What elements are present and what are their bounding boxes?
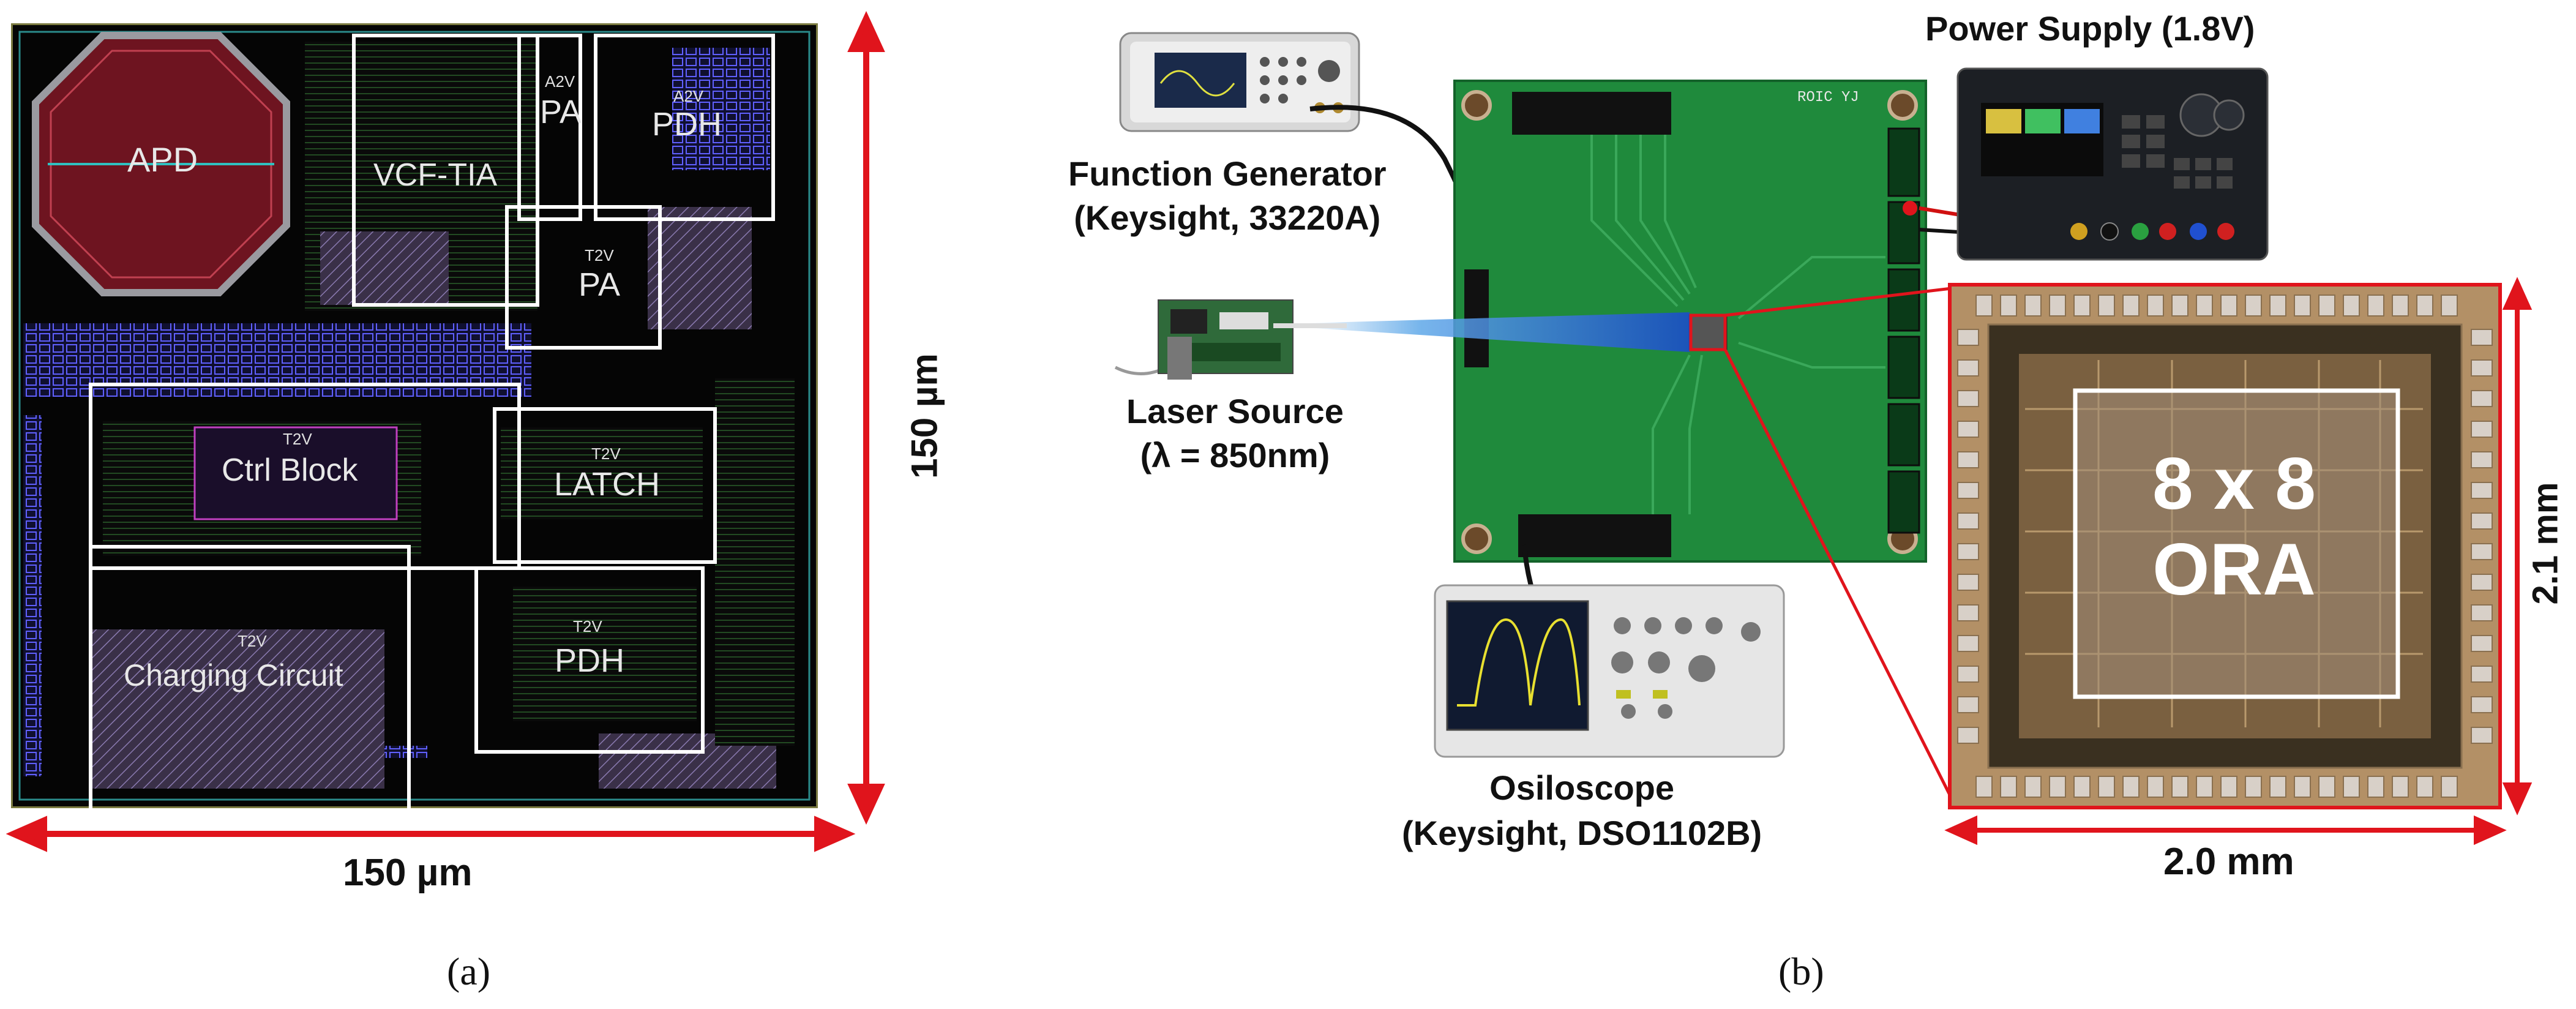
board-label: ROIC YJ: [1797, 89, 1859, 106]
oscilloscope-model: (Keysight, DSO1102B): [1402, 814, 1762, 852]
apd-label: APD: [127, 140, 198, 179]
oscilloscope-label: Osiloscope (Keysight, DSO1102B): [1402, 765, 1762, 856]
laser-source-wavelength: (λ = 850nm): [1140, 436, 1330, 474]
function-generator-model: (Keysight, 33220A): [1074, 198, 1381, 237]
laser-source-label: Laser Source (λ = 850nm): [1126, 389, 1344, 478]
pa-top-label: PA: [540, 94, 582, 130]
chip-layout-graphic: [9, 21, 820, 812]
pdh-bottom-label: PDH: [555, 642, 625, 679]
t2v-charge-label: T2V: [238, 632, 267, 650]
pa-mid-label: PA: [578, 266, 621, 303]
function-generator-graphic: [1119, 32, 1360, 132]
pdh-top-label: PDH: [652, 106, 722, 143]
t2v-pa-label: T2V: [585, 246, 614, 264]
power-supply-image: [1956, 66, 2270, 262]
die-height-label: 2.1 mm: [2525, 482, 2566, 605]
function-generator-label: Function Generator (Keysight, 33220A): [1068, 152, 1387, 240]
t2v-ctrl-label: T2V: [283, 430, 312, 448]
t2v-pdh-label: T2V: [573, 617, 602, 636]
panel-a-caption: (a): [447, 950, 491, 993]
die-photo: [1948, 283, 2502, 809]
die-width-label: 2.0 mm: [2163, 841, 2294, 883]
ora-name: ORA: [2152, 528, 2316, 610]
laser-source-name: Laser Source: [1126, 392, 1344, 430]
laser-source-graphic: [1114, 299, 1294, 380]
die-photo-graphic: [1952, 287, 2498, 806]
oscilloscope-name: Osiloscope: [1489, 768, 1675, 807]
oscilloscope-graphic: [1434, 584, 1785, 758]
laser-source-image: [1109, 276, 1305, 392]
panel-b-caption: (b): [1778, 950, 1824, 993]
t2v-latch-label: T2V: [591, 444, 621, 463]
oscilloscope-image: [1432, 583, 1788, 760]
panel-a-arrows: [6, 11, 885, 852]
layout-image: [9, 21, 820, 812]
power-supply-label: Power Supply (1.8V): [1925, 9, 2255, 48]
function-generator-name: Function Generator: [1068, 154, 1387, 193]
panel-a-width-label: 150 µm: [343, 852, 473, 894]
function-generator-image: [1118, 28, 1363, 138]
a2v-pa-label: A2V: [545, 72, 575, 91]
a2v-pdh-label: A2V: [673, 87, 704, 105]
ora-label: 8 x 8 ORA: [2073, 441, 2395, 612]
ctrl-block-label: Ctrl Block: [222, 452, 358, 488]
charging-circuit-label: Charging Circuit: [124, 658, 343, 692]
power-supply-graphic: [1956, 67, 2269, 261]
vcf-tia-label: VCF-TIA: [373, 157, 498, 193]
ora-size: 8 x 8: [2152, 443, 2316, 525]
latch-label: LATCH: [554, 466, 661, 503]
